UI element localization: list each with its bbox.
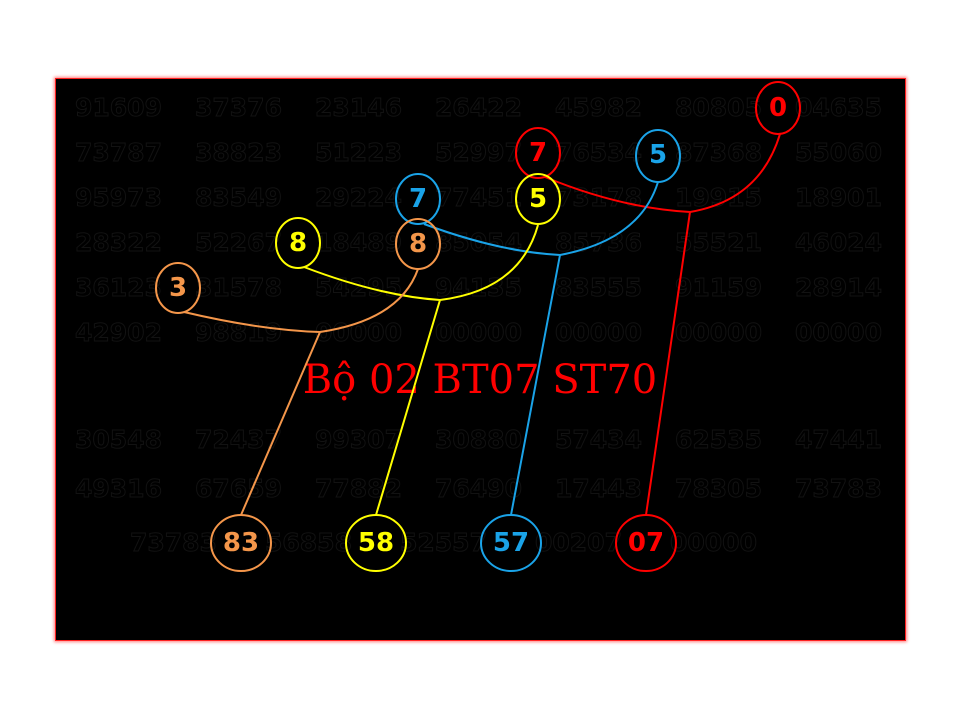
number-group: 56858	[265, 528, 353, 558]
number-group: 17443	[555, 474, 643, 504]
number-group: 76490	[435, 474, 523, 504]
marker-circle	[275, 217, 321, 269]
marker-label: 0	[769, 93, 787, 123]
marker-label: 5	[529, 184, 547, 214]
number-row: 73787 38823 51223 52997 76534 87368 55060	[0, 138, 960, 168]
number-group: 57434	[555, 425, 643, 455]
number-group: 29224	[315, 183, 403, 213]
number-group: 95973	[75, 183, 163, 213]
diagram-title: Bộ 02 BT07 ST70	[302, 357, 658, 403]
marker-circle	[155, 262, 201, 314]
marker-label: 8	[289, 228, 307, 258]
number-group: 67659	[195, 474, 283, 504]
marker-label: 3	[169, 273, 187, 303]
number-row: 91609 37376 23146 26422 45982 80805 04635	[0, 93, 960, 123]
number-group: 31578	[195, 273, 283, 303]
number-row: 73783 56858 52557 00207 00000	[0, 528, 960, 558]
marker-circle	[515, 173, 561, 225]
number-group: 00000	[670, 528, 758, 558]
number-group: 73783	[130, 528, 218, 558]
number-group: 52997	[435, 138, 523, 168]
number-group: 72437	[195, 425, 283, 455]
yellow-connector	[303, 224, 539, 516]
number-group: 04635	[795, 93, 883, 123]
number-group: 54295	[315, 273, 403, 303]
result-circle-blue	[480, 514, 542, 572]
number-group: 77451	[435, 183, 523, 213]
result-circle-red	[615, 514, 677, 572]
number-group: 49316	[75, 474, 163, 504]
number-group: 45982	[555, 93, 643, 123]
number-group: 30548	[75, 425, 163, 455]
number-row: 36123 31578 54295 94135 83555 91159 28914	[0, 273, 960, 303]
number-group: 51223	[315, 138, 403, 168]
red-connector	[544, 133, 781, 516]
number-group: 00000	[555, 318, 643, 348]
number-group: 37376	[195, 93, 283, 123]
marker-circle	[395, 173, 441, 225]
number-group: 42902	[75, 318, 163, 348]
result-circle-orange	[210, 514, 272, 572]
result-circle-yellow	[345, 514, 407, 572]
number-group: 83555	[555, 273, 643, 303]
number-group: 00000	[795, 318, 883, 348]
number-group: 46024	[795, 228, 883, 258]
marker-label: 8	[409, 229, 427, 259]
number-group: 73178	[555, 183, 643, 213]
blue-connector	[423, 181, 659, 516]
number-group: 18901	[795, 183, 883, 213]
orange-connector	[183, 268, 419, 516]
number-group: 23146	[315, 93, 403, 123]
marker-label: 7	[409, 184, 427, 214]
number-group: 62535	[675, 425, 763, 455]
marker-label: 5	[649, 140, 667, 170]
number-group: 26422	[435, 93, 523, 123]
number-group: 83549	[195, 183, 283, 213]
number-group: 73783	[795, 474, 883, 504]
number-group: 76534	[555, 138, 643, 168]
marker-circle	[395, 218, 441, 270]
number-group: 80805	[675, 93, 763, 123]
number-group: 55521	[675, 228, 763, 258]
number-group: 87368	[675, 138, 763, 168]
number-group: 52557	[400, 528, 488, 558]
number-group: 78305	[675, 474, 763, 504]
marker-label: 7	[529, 138, 547, 168]
number-row: 30548 72437 99307 30880 57434 62535 47441	[0, 425, 960, 455]
number-group: 91609	[75, 93, 163, 123]
number-group: 00207	[535, 528, 623, 558]
result-label-red: 07	[628, 528, 664, 558]
number-group: 99307	[315, 425, 403, 455]
number-group: 91159	[675, 273, 763, 303]
number-group: 30880	[435, 425, 523, 455]
marker-circle	[755, 81, 801, 135]
number-group: 38823	[195, 138, 283, 168]
number-group: 36123	[75, 273, 163, 303]
number-group: 18489	[315, 228, 403, 258]
result-label-blue: 57	[493, 528, 529, 558]
number-group: 47441	[795, 425, 883, 455]
number-group: 52267	[195, 228, 283, 258]
number-group: 28914	[795, 273, 883, 303]
result-label-yellow: 58	[358, 528, 394, 558]
number-group: 73787	[75, 138, 163, 168]
number-group: 55060	[795, 138, 883, 168]
number-group: 28322	[75, 228, 163, 258]
marker-circle	[515, 127, 561, 179]
marker-circle	[635, 129, 681, 183]
number-group: 00000	[675, 318, 763, 348]
number-group: 94135	[435, 273, 523, 303]
result-label-orange: 83	[223, 528, 259, 558]
number-group: 00000	[435, 318, 523, 348]
